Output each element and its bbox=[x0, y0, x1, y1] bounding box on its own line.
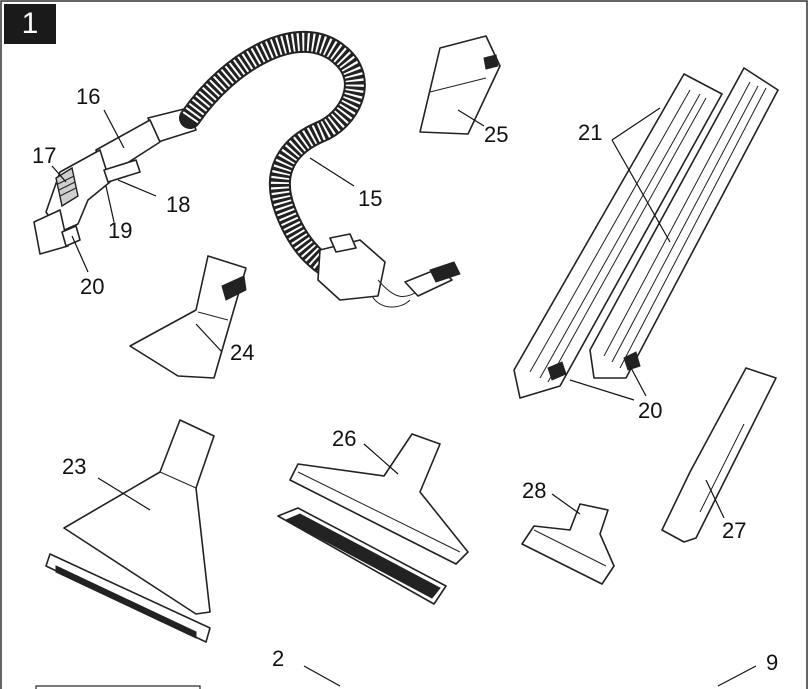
label-9: 9 bbox=[766, 650, 778, 675]
label-20-tubes: 20 bbox=[638, 398, 662, 423]
hose-handle bbox=[33, 107, 197, 255]
label-21: 21 bbox=[578, 120, 602, 145]
floor-nozzle bbox=[277, 433, 469, 605]
suction-hose bbox=[179, 30, 461, 308]
label-19: 19 bbox=[108, 218, 132, 243]
label-28: 28 bbox=[522, 478, 546, 503]
small-nozzle bbox=[521, 503, 615, 585]
label-2: 2 bbox=[272, 646, 284, 671]
upholstery-nozzle bbox=[129, 255, 247, 379]
next-figure-box bbox=[35, 685, 201, 689]
label-18: 18 bbox=[166, 192, 190, 217]
label-26: 26 bbox=[332, 426, 356, 451]
extension-tubes bbox=[513, 67, 779, 399]
figure-number-badge: 1 bbox=[4, 4, 56, 44]
label-15: 15 bbox=[358, 186, 382, 211]
label-27: 27 bbox=[722, 518, 746, 543]
label-23: 23 bbox=[62, 454, 86, 479]
adapter-25 bbox=[419, 35, 501, 135]
label-16: 16 bbox=[76, 84, 100, 109]
label-24: 24 bbox=[230, 340, 254, 365]
leader-lines bbox=[51, 107, 757, 687]
label-20-handle: 20 bbox=[80, 274, 104, 299]
label-25: 25 bbox=[484, 122, 508, 147]
wide-nozzle bbox=[45, 419, 215, 643]
label-17: 17 bbox=[32, 143, 56, 168]
crevice-nozzle bbox=[661, 367, 777, 543]
